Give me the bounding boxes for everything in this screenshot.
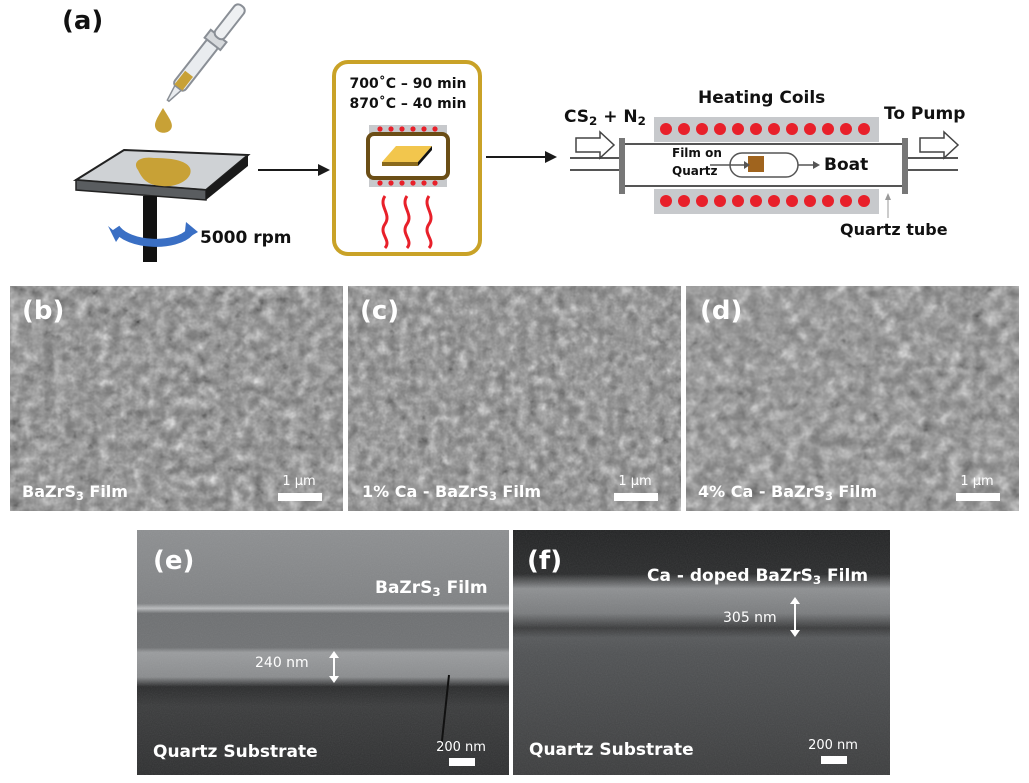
panel-f-thickness-arrow-icon [790, 597, 800, 637]
panel-b-label: (b) [22, 296, 65, 326]
panel-d-scale-text: 1 µm [960, 474, 994, 489]
panel-e-scale-text: 200 nm [436, 740, 486, 755]
mini-furnace [366, 125, 450, 187]
panel-b-scale-bar [278, 493, 322, 501]
panel-e-substrate-label: Quartz Substrate [153, 742, 318, 762]
gas-inlet-arrow-icon [575, 130, 616, 160]
anneal-step-2: 870˚C – 40 min [349, 96, 467, 112]
spin-coater [72, 148, 251, 262]
panel-e-scale-bar [449, 758, 475, 766]
film-on-label: Film on [672, 146, 722, 160]
panel-f-thickness-label: 305 nm [723, 610, 777, 626]
pump-outlet-arrow-icon [919, 130, 960, 160]
spin-speed-label: 5000 rpm [200, 228, 292, 248]
panel-d-label: (d) [700, 296, 743, 326]
panel-f-scale-bar [821, 756, 847, 764]
panel-f-substrate-label: Quartz Substrate [529, 740, 694, 760]
panel-c-label: (c) [360, 296, 400, 326]
panel-e-label: (e) [153, 546, 195, 576]
panel-f-film-label: Ca - doped BaZrS3 Film [647, 566, 869, 587]
panel-e-thickness-arrow-icon [329, 651, 339, 683]
sem-panel-b: (b) BaZrS3 Film 1 µm [10, 286, 343, 511]
precursor-drop [154, 108, 172, 133]
heat-waves-icon [381, 195, 433, 249]
quartz-tube-label: Quartz tube [840, 220, 948, 239]
gas-inlet-label: CS2 + N2 [564, 107, 646, 128]
sem-panel-c: (c) 1% Ca - BaZrS3 Film 1 µm [348, 286, 681, 511]
panel-c-scale-bar [614, 493, 658, 501]
panel-d-scale-bar [956, 493, 1000, 501]
panel-d-caption: 4% Ca - BaZrS3 Film [698, 482, 877, 503]
panel-b-caption: BaZrS3 Film [22, 482, 128, 503]
panel-b-scale-text: 1 µm [282, 474, 316, 489]
tube-furnace [570, 117, 960, 218]
panel-f-scale-text: 200 nm [808, 738, 858, 753]
panel-e-thickness-label: 240 nm [255, 655, 309, 671]
anneal-step-1: 700˚C – 90 min [349, 76, 467, 92]
process-schematic [72, 3, 960, 262]
panel-c-scale-text: 1 µm [618, 474, 652, 489]
panel-c-caption: 1% Ca - BaZrS3 Film [362, 482, 541, 503]
quartz-label: Quartz [672, 164, 718, 178]
panel-e-film-label: BaZrS3 Film [375, 578, 488, 599]
sem-panel-e: (e) BaZrS3 Film 240 nm Quartz Substrate … [137, 530, 509, 775]
boat-label: Boat [824, 155, 869, 175]
dropper-icon [166, 3, 246, 103]
panel-a-label: (a) [62, 6, 104, 36]
heating-coils-label: Heating Coils [698, 88, 826, 108]
sem-panel-d: (d) 4% Ca - BaZrS3 Film 1 µm [686, 286, 1019, 511]
panel-f-label: (f) [527, 546, 563, 576]
sem-panel-f: (f) Ca - doped BaZrS3 Film 305 nm Quartz… [513, 530, 890, 775]
to-pump-label: To Pump [884, 104, 966, 124]
